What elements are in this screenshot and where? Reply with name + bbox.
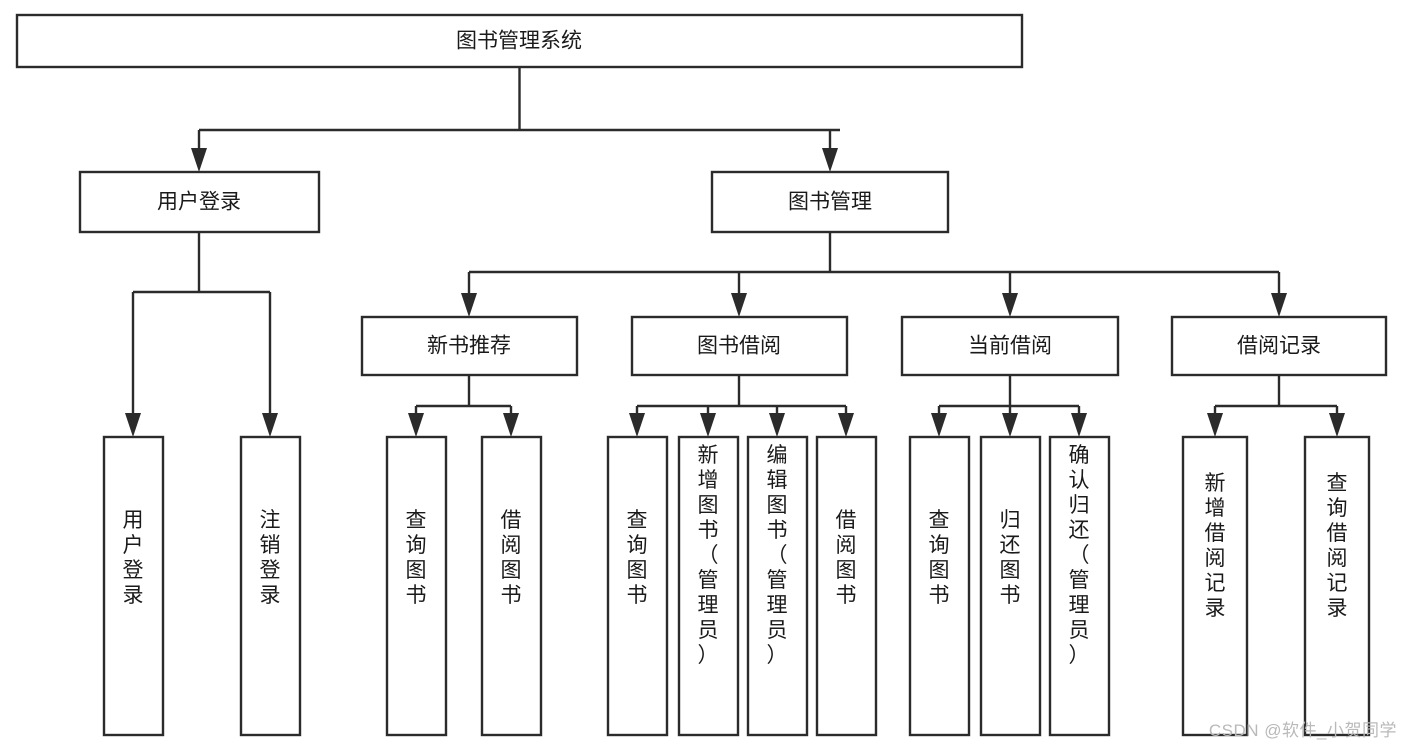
node-leaf-user-logout-box[interactable]: [239, 435, 302, 737]
node-leaf-query-book-1-box[interactable]: [385, 435, 448, 737]
node-leaf-query-book-2[interactable]: 查询图书: [606, 435, 669, 737]
node-current-borrow[interactable]: 当前借阅: [900, 315, 1120, 377]
node-leaf-user-login-box[interactable]: [102, 435, 165, 737]
arrow-head-leaf-user-logout: [262, 413, 278, 437]
node-borrow-record-label: 借阅记录: [1237, 335, 1321, 358]
arrow-head-leaf-confirm-return: [1071, 413, 1087, 437]
node-leaf-add-record[interactable]: 新增借阅记录: [1181, 435, 1249, 737]
node-borrow-record-box[interactable]: [1170, 315, 1388, 377]
node-leaf-query-book-1[interactable]: 查询图书: [385, 435, 448, 737]
node-leaf-borrow-book-1-box[interactable]: [480, 435, 543, 737]
node-leaf-query-record[interactable]: 查询借阅记录: [1303, 435, 1371, 737]
arrow-head-leaf-edit-book: [769, 413, 785, 437]
node-current-borrow-box[interactable]: [900, 315, 1120, 377]
node-book-management-box[interactable]: [710, 170, 950, 234]
node-user-login-label: 用户登录: [157, 191, 241, 214]
node-leaf-query-book-1-label: 查询图书: [406, 509, 427, 607]
node-leaf-add-record-label: 新增借阅记录: [1205, 472, 1226, 620]
node-leaf-add-book[interactable]: 新增图书（管理员）: [677, 435, 740, 737]
node-leaf-edit-book[interactable]: 编辑图书（管理员）: [746, 435, 809, 737]
node-leaf-user-logout-label: 注销登录: [260, 509, 281, 607]
node-leaf-user-login-label: 用户登录: [123, 509, 144, 607]
node-leaf-borrow-book-2-label: 借阅图书: [836, 509, 857, 607]
node-leaf-query-book-2-box[interactable]: [606, 435, 669, 737]
node-leaf-query-record-label: 查询借阅记录: [1327, 472, 1348, 620]
node-book-borrow-label: 图书借阅: [697, 335, 781, 358]
node-leaf-confirm-return-box[interactable]: [1048, 435, 1111, 737]
arrow-head-user-login: [191, 148, 207, 172]
node-leaf-borrow-book-1-label: 借阅图书: [501, 509, 522, 607]
arrow-head-leaf-query-book-2: [629, 413, 645, 437]
node-leaf-edit-book-label: 编辑图书（管理员）: [767, 444, 788, 667]
connector-layer: [125, 67, 1345, 437]
node-book-management[interactable]: 图书管理: [710, 170, 950, 234]
node-leaf-query-book-3-label: 查询图书: [929, 509, 950, 607]
node-book-borrow-box[interactable]: [630, 315, 849, 377]
node-leaf-add-book-box[interactable]: [677, 435, 740, 737]
node-leaf-return-book[interactable]: 归还图书: [979, 435, 1042, 737]
node-leaf-return-book-box[interactable]: [979, 435, 1042, 737]
arrow-head-leaf-return-book: [1002, 413, 1018, 437]
node-leaf-borrow-book-1[interactable]: 借阅图书: [480, 435, 543, 737]
node-new-book-recommend-box[interactable]: [360, 315, 579, 377]
node-leaf-user-logout[interactable]: 注销登录: [239, 435, 302, 737]
node-leaf-confirm-return[interactable]: 确认归还（管理员）: [1048, 435, 1111, 737]
node-current-borrow-label: 当前借阅: [968, 335, 1052, 358]
arrow-head-leaf-borrow-book-1: [503, 413, 519, 437]
arrow-head-leaf-add-book: [700, 413, 716, 437]
node-leaf-borrow-book-2-box[interactable]: [815, 435, 878, 737]
node-root-box[interactable]: [15, 13, 1024, 69]
node-leaf-confirm-return-label: 确认归还（管理员）: [1069, 444, 1090, 667]
node-root[interactable]: 图书管理系统: [15, 13, 1024, 69]
csdn-watermark: CSDN @软件_小贺同学: [1208, 721, 1397, 740]
node-root-label: 图书管理系统: [456, 30, 582, 53]
node-leaf-query-record-box[interactable]: [1303, 435, 1371, 737]
arrow-head-book-management: [822, 148, 838, 172]
node-leaf-query-book-3[interactable]: 查询图书: [908, 435, 971, 737]
node-leaf-query-book-2-label: 查询图书: [627, 509, 648, 607]
node-new-book-recommend-label: 新书推荐: [427, 335, 511, 358]
node-user-login[interactable]: 用户登录: [78, 170, 321, 234]
node-book-borrow[interactable]: 图书借阅: [630, 315, 849, 377]
node-borrow-record[interactable]: 借阅记录: [1170, 315, 1388, 377]
node-leaf-query-book-3-box[interactable]: [908, 435, 971, 737]
node-new-book-recommend[interactable]: 新书推荐: [360, 315, 579, 377]
node-user-login-box[interactable]: [78, 170, 321, 234]
arrow-head-leaf-query-record: [1329, 413, 1345, 437]
arrow-head-current-borrow: [1002, 293, 1018, 317]
arrow-head-new-book-recommend: [461, 293, 477, 317]
arrow-head-leaf-add-record: [1207, 413, 1223, 437]
arrow-head-leaf-borrow-book-2: [838, 413, 854, 437]
node-leaf-user-login[interactable]: 用户登录: [102, 435, 165, 737]
arrow-head-book-borrow: [731, 293, 747, 317]
arrow-head-leaf-user-login: [125, 413, 141, 437]
arrow-head-borrow-record: [1271, 293, 1287, 317]
node-book-management-label: 图书管理: [788, 191, 872, 214]
node-leaf-return-book-label: 归还图书: [1000, 509, 1021, 607]
node-leaf-add-book-label: 新增图书（管理员）: [698, 444, 719, 667]
node-leaf-add-record-box[interactable]: [1181, 435, 1249, 737]
node-leaf-edit-book-box[interactable]: [746, 435, 809, 737]
node-leaf-borrow-book-2[interactable]: 借阅图书: [815, 435, 878, 737]
arrow-head-leaf-query-book-3: [931, 413, 947, 437]
arrow-head-leaf-query-book-1: [408, 413, 424, 437]
